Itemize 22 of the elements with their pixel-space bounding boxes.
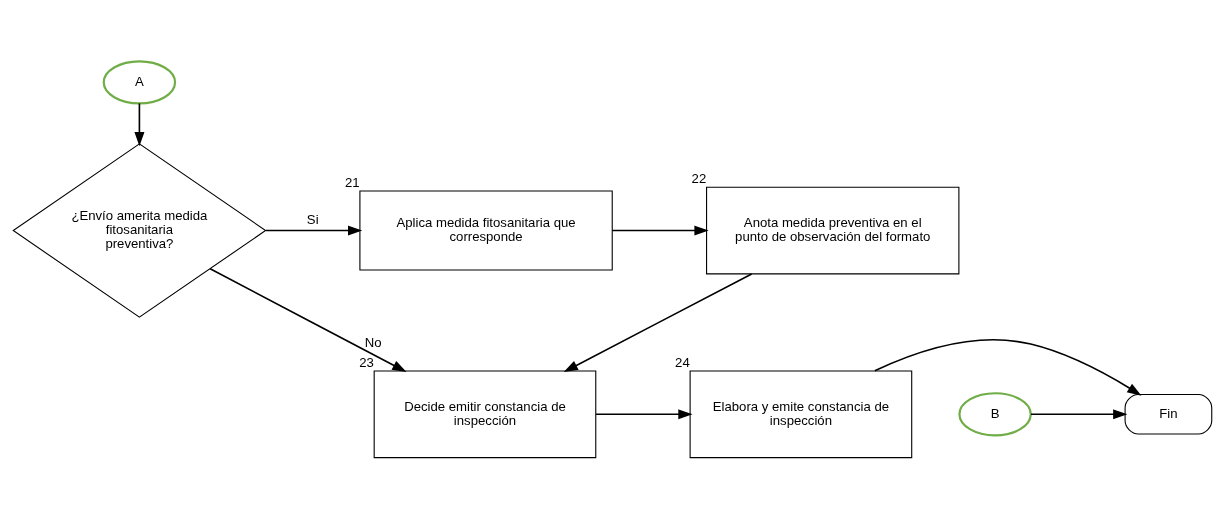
node-box: Decide emitir constancia de inspección	[373, 370, 597, 459]
node-label: 22	[691, 171, 707, 187]
node-label: 24	[675, 355, 690, 371]
node-ellipse: B	[958, 392, 1032, 437]
arrow	[134, 102, 145, 147]
node-label: 23	[359, 355, 374, 371]
arrow	[595, 409, 693, 420]
edge-label: No	[364, 335, 382, 351]
node-box: Anota medida preventiva en el punto de observación del formato	[706, 186, 960, 275]
arrow	[209, 267, 407, 372]
arrow	[611, 225, 709, 236]
node-box: Fin	[1124, 393, 1213, 435]
arrow	[265, 225, 363, 236]
node-box: Elabora y emite constancia de inspección	[689, 370, 913, 459]
node-label: 21	[344, 175, 360, 191]
arrow	[563, 273, 753, 373]
node-diamond: ¿Envío amerita medida fitosanitaria preventiva?	[12, 143, 267, 318]
arrow	[1030, 409, 1128, 420]
node-ellipse: A	[102, 60, 177, 105]
edge-label: Si	[306, 211, 319, 227]
node-box: Aplica medida fitosanitaria que corresponde	[359, 190, 613, 271]
arrow	[874, 339, 1142, 396]
